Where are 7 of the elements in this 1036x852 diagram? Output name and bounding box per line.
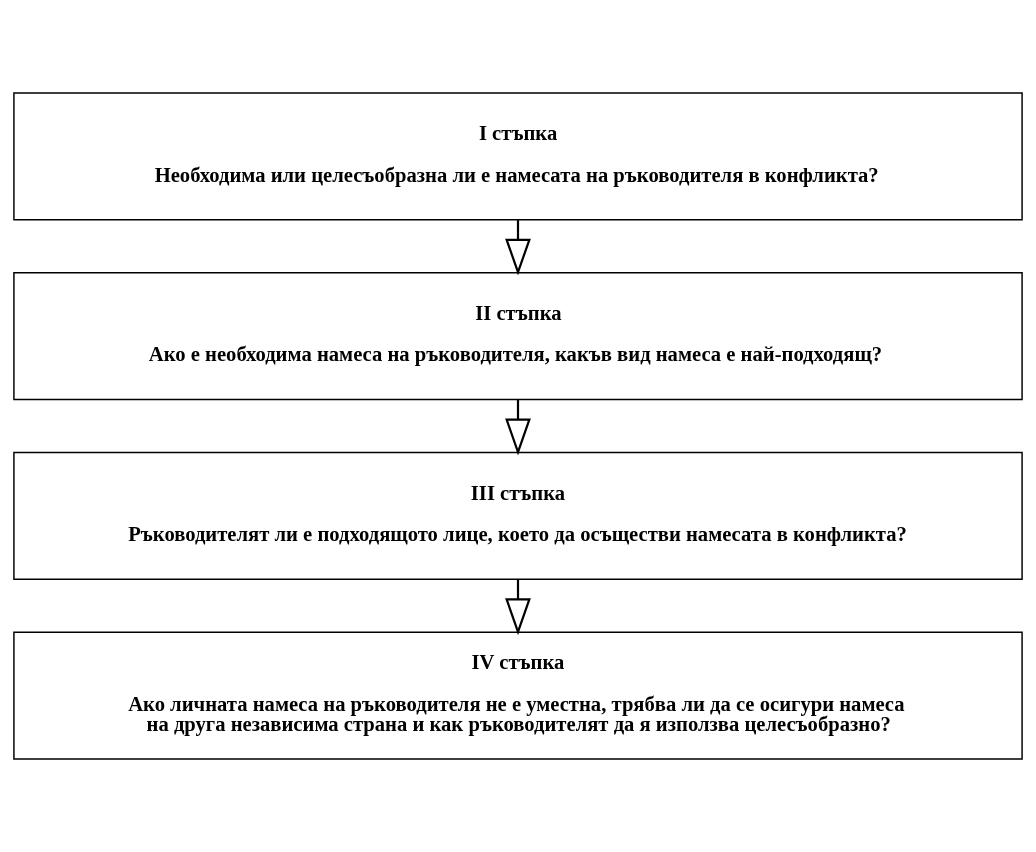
node-box: III стъпка Ръководителят ли е подходящото лице, което да осъществи намесата в конфликта?	[13, 451, 1023, 581]
node-box: IV стъпка Ако личната намеса на ръководителя не е уместна, трябва ли да се осигури намеса на друга независима страна и как ръководителят да я използва целесъобразно?	[13, 631, 1023, 760]
node-box: I стъпка Необходима или целесъобразна ли е намесата на ръководителя в конфликта?	[13, 92, 1023, 221]
arrow	[505, 399, 531, 456]
arrow	[505, 579, 531, 636]
node-box: II стъпка Ако е необходима намеса на ръководителя, какъв вид намеса е най-подходящ?	[13, 271, 1023, 401]
arrow	[505, 220, 531, 276]
